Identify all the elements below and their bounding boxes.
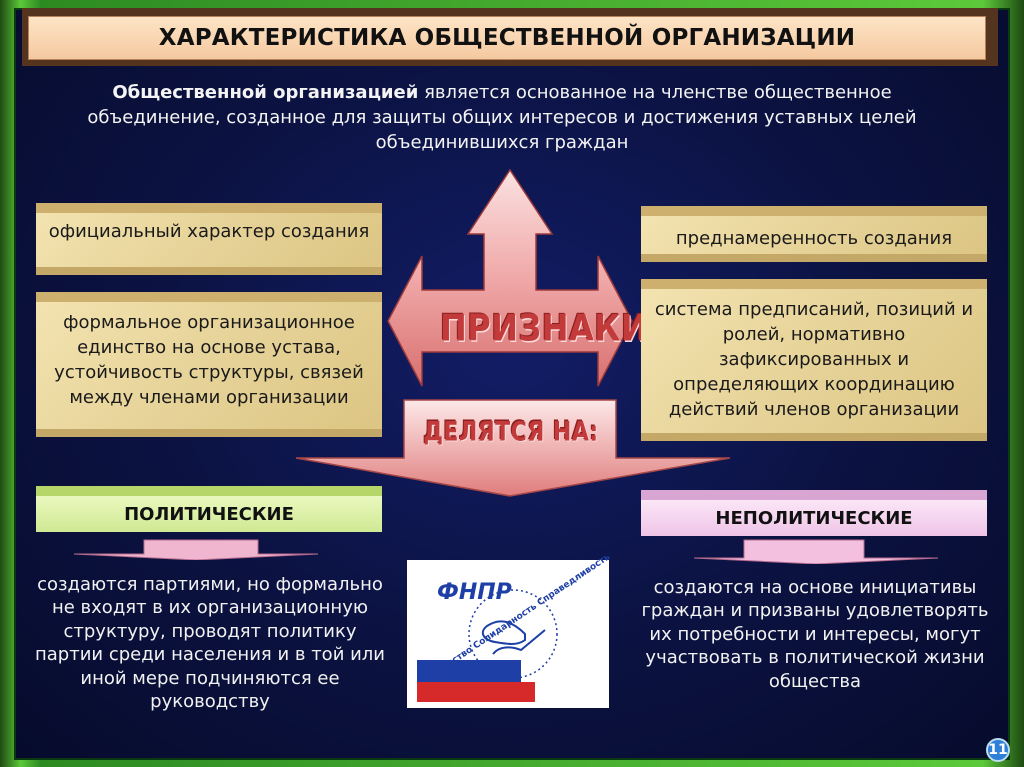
signs-arrow-diagram <box>295 168 730 497</box>
definition-text: Общественной организацией является основ… <box>32 80 972 155</box>
definition-line3: объединившихся граждан <box>375 132 629 153</box>
political-label: ПОЛИТИЧЕСКИЕ <box>36 496 382 532</box>
card-top-edge <box>641 279 987 289</box>
feature-card-right-2: система предписаний, позиций и ролей, но… <box>641 279 987 441</box>
divided-label: ДЕЛЯТСЯ НА: <box>423 417 599 448</box>
political-description: создаются партиями, но формально не вход… <box>34 574 386 713</box>
feature-card-left-2: формальное организационное единство на о… <box>36 292 382 437</box>
feature-left-1-text: официальный характер создания <box>36 213 382 275</box>
fnpr-emblem-icon <box>407 560 609 708</box>
definition-bold-term: Общественной организацией <box>112 82 419 103</box>
feature-right-1-text: преднамеренность создания <box>641 216 987 262</box>
definition-line1: является основанное на членстве обществе… <box>418 82 892 103</box>
page-title: ХАРАКТЕРИСТИКА ОБЩЕСТВЕННОЙ ОРГАНИЗАЦИИ <box>28 16 986 60</box>
card-top-edge <box>36 292 382 302</box>
category-top-edge <box>36 486 382 496</box>
card-top-edge <box>641 206 987 216</box>
political-category: ПОЛИТИЧЕСКИЕ <box>36 486 382 532</box>
feature-card-left-1: официальный характер создания <box>36 203 382 275</box>
feature-right-2-text: система предписаний, позиций и ролей, но… <box>641 289 987 441</box>
signs-label: ПРИЗНАКИ <box>440 306 649 350</box>
feature-card-right-1: преднамеренность создания <box>641 206 987 262</box>
page-number-badge: 11 <box>986 738 1010 762</box>
fnpr-logo: ФНПР Единство Солидарность Справедливост… <box>407 552 612 708</box>
fnpr-abbr: ФНПР <box>437 580 512 605</box>
down-arrow <box>295 399 730 497</box>
title-bar: ХАРАКТЕРИСТИКА ОБЩЕСТВЕННОЙ ОРГАНИЗАЦИИ <box>22 8 998 66</box>
political-pointer <box>74 539 318 560</box>
feature-left-2-text: формальное организационное единство на о… <box>36 302 382 437</box>
nonpolitical-pointer <box>694 539 938 564</box>
nonpolitical-description: создаются на основе инициативы граждан и… <box>641 577 989 692</box>
card-top-edge <box>36 203 382 213</box>
up-left-right-arrow <box>387 168 633 387</box>
nonpolitical-category: НЕПОЛИТИЧЕСКИЕ <box>641 490 987 536</box>
definition-line2: объединение, созданное для защиты общих … <box>87 107 917 128</box>
nonpolitical-label: НЕПОЛИТИЧЕСКИЕ <box>641 500 987 536</box>
category-top-edge <box>641 490 987 500</box>
